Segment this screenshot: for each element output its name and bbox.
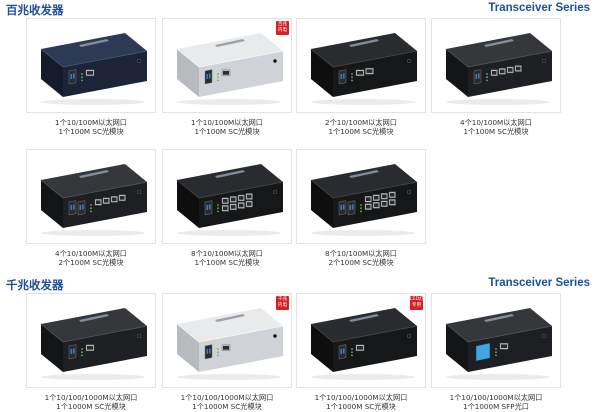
badge-text: 内电 xyxy=(277,27,288,33)
product-image[interactable] xyxy=(26,18,156,113)
section-subtitle-fast-ethernet: Transceiver Series xyxy=(488,2,590,14)
fiber-module-text: 1个1000M SC光模块 xyxy=(192,402,262,411)
product-image[interactable] xyxy=(431,293,561,388)
product-image[interactable] xyxy=(296,149,426,244)
ethernet-ports-text: 8个10/100M以太网口 xyxy=(325,249,397,258)
ethernet-ports-text: 4个10/100M以太网口 xyxy=(460,118,532,127)
product-badge: 千兆内电 xyxy=(276,296,289,310)
badge-text: 内电 xyxy=(277,302,288,308)
ethernet-ports-text: 1个10/100/1000M以太网口 xyxy=(180,393,274,402)
ethernet-ports-text: 1个10/100/1000M以太网口 xyxy=(44,393,138,402)
fiber-module-text: 2个100M SC光模块 xyxy=(328,258,394,267)
ethernet-ports-text: 1个10/100/1000M以太网口 xyxy=(314,393,408,402)
product-image[interactable] xyxy=(431,18,561,113)
section-subtitle-gigabit: Transceiver Series xyxy=(488,277,590,289)
product-image[interactable] xyxy=(26,149,156,244)
ethernet-ports-text: 4个10/100M以太网口 xyxy=(55,249,127,258)
product-badge: LED灯专用 xyxy=(410,296,424,310)
product-image[interactable]: 千兆内电 xyxy=(162,293,292,388)
fiber-module-text: 1个100M SC光模块 xyxy=(58,127,124,136)
product-image[interactable]: LED灯专用 xyxy=(296,293,426,388)
fiber-module-text: 1个1000M SFP光口 xyxy=(463,402,529,411)
fiber-module-text: 1个1000M SC光模块 xyxy=(56,402,126,411)
section-title-fast-ethernet: 百兆收发器 xyxy=(6,3,64,17)
fiber-module-text: 1个1000M SC光模块 xyxy=(326,402,396,411)
product-image[interactable] xyxy=(26,293,156,388)
fiber-module-text: 1个100M SC光模块 xyxy=(463,127,529,136)
badge-text: 专用 xyxy=(411,302,422,308)
fiber-module-text: 2个100M SC光模块 xyxy=(58,258,124,267)
product-badge: 百兆内电 xyxy=(276,21,289,35)
ethernet-ports-text: 1个10/100M以太网口 xyxy=(55,118,127,127)
ethernet-ports-text: 2个10/100M以太网口 xyxy=(325,118,397,127)
fiber-module-text: 1个100M SC光模块 xyxy=(194,258,260,267)
ethernet-ports-text: 1个10/100M以太网口 xyxy=(191,118,263,127)
fiber-module-text: 1个100M SC光模块 xyxy=(328,127,394,136)
ethernet-ports-text: 1个10/100/1000M以太网口 xyxy=(449,393,543,402)
section-title-gigabit: 千兆收发器 xyxy=(6,278,64,292)
ethernet-ports-text: 8个10/100M以太网口 xyxy=(191,249,263,258)
product-image[interactable]: 百兆内电 xyxy=(162,18,292,113)
badge-text: 千兆 xyxy=(277,297,288,302)
badge-text: 百兆 xyxy=(277,22,288,27)
fiber-module-text: 1个100M SC光模块 xyxy=(194,127,260,136)
badge-text: LED灯 xyxy=(410,297,424,302)
product-image[interactable] xyxy=(296,18,426,113)
product-image[interactable] xyxy=(162,149,292,244)
